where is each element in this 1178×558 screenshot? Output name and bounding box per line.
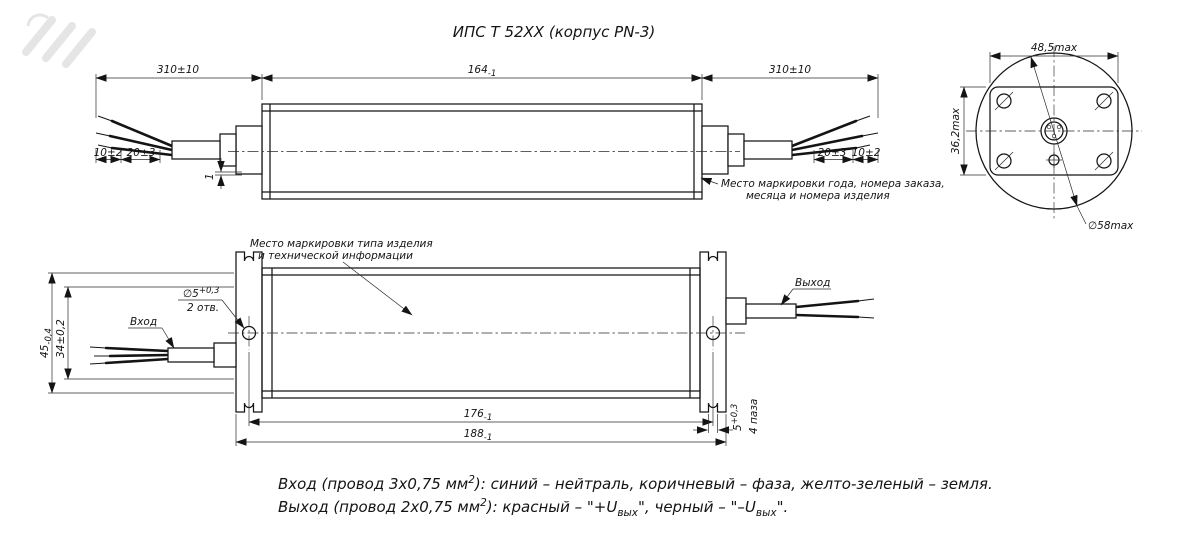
dim-flange-height: 45-0,4 <box>39 328 54 358</box>
top-view-marking-note: Место маркировки года, номера заказа, ме… <box>700 177 945 202</box>
dim-strip-10-right: 10±2 <box>852 147 881 159</box>
bottom-view-right-cable <box>725 297 875 325</box>
type-marking-note-line1: Место маркировки типа изделия <box>250 238 433 250</box>
wiring-notes: Вход (провод 3х0,75 мм2): синий – нейтра… <box>278 474 993 519</box>
bottom-view-body-outline <box>235 251 727 413</box>
hole-diameter-label: ∅5+0,3 <box>183 286 219 300</box>
input-label: Вход <box>130 316 157 328</box>
output-label: Выход <box>795 277 830 289</box>
dim-case-width: 48,5max <box>1031 42 1078 54</box>
bottom-view-left-dimensions: 45-0,4 34±0,2 <box>39 272 234 394</box>
dim-slot-count: 4 паза <box>748 399 760 434</box>
dim-case-height: 36,2max <box>950 107 962 154</box>
dim-overall-length: 188-1 <box>464 428 493 443</box>
type-marking-note-line2: и технической информации <box>258 250 413 262</box>
bottom-view-left-cable <box>89 342 237 368</box>
end-view: 48,5max 36,2max ∅58max <box>950 42 1142 232</box>
right-mounting-flange <box>699 251 727 413</box>
corner-screws <box>994 91 1114 171</box>
top-view-dimensions: 310±10 164-1 310±10 10±2 20±3 20±3 10±2 <box>94 64 881 189</box>
marking-note-line1: Место маркировки года, номера заказа, <box>721 178 945 190</box>
bottom-view-bottom-dimensions: 176-1 188-1 5+0,3 4 паза <box>235 352 760 446</box>
dim-right-wire-length: 310±10 <box>769 64 812 76</box>
output-label-group: Выход <box>780 277 831 306</box>
top-view: 310±10 164-1 310±10 10±2 20±3 20±3 10±2 <box>94 64 945 202</box>
dim-holes-span: 176-1 <box>464 408 493 423</box>
dim-strip-20-right: 20±3 <box>818 147 847 159</box>
bottom-view-marking-note: Место маркировки типа изделия и техничес… <box>250 238 433 316</box>
watermark-logo <box>22 13 96 68</box>
dim-left-wire-length: 310±10 <box>157 64 200 76</box>
top-view-right-cable <box>743 115 879 160</box>
dim-wall-thickness: 1 <box>204 173 216 180</box>
dim-strip-10-left: 10±2 <box>94 147 123 159</box>
dim-strip-20-left: 20±3 <box>127 147 156 159</box>
input-label-group: Вход <box>128 316 175 349</box>
wiring-note-output: Выход (провод 2х0,75 мм2): красный – "+U… <box>278 497 788 519</box>
dim-slot-width: 5+0,3 <box>730 404 744 431</box>
top-view-left-cable <box>95 115 221 160</box>
dim-body-length: 164-1 <box>468 64 497 79</box>
dim-holes-vertical: 34±0,2 <box>55 319 67 358</box>
drawing-title: ИПС Т 52ХХ (корпус PN-3) <box>453 23 655 41</box>
hole-count-label: 2 отв. <box>187 302 219 314</box>
left-mounting-flange <box>235 251 263 413</box>
wiring-note-input: Вход (провод 3х0,75 мм2): синий – нейтра… <box>278 474 993 493</box>
hole-callout: ∅5+0,3 2 отв. <box>178 286 245 329</box>
bottom-view: Вход Выход ∅5+0,3 2 отв. Место маркировк… <box>39 238 875 446</box>
dim-flange-diameter: ∅58max <box>1088 220 1134 232</box>
marking-note-line2: месяца и номера изделия <box>746 190 890 202</box>
top-view-body-outline <box>219 103 745 200</box>
